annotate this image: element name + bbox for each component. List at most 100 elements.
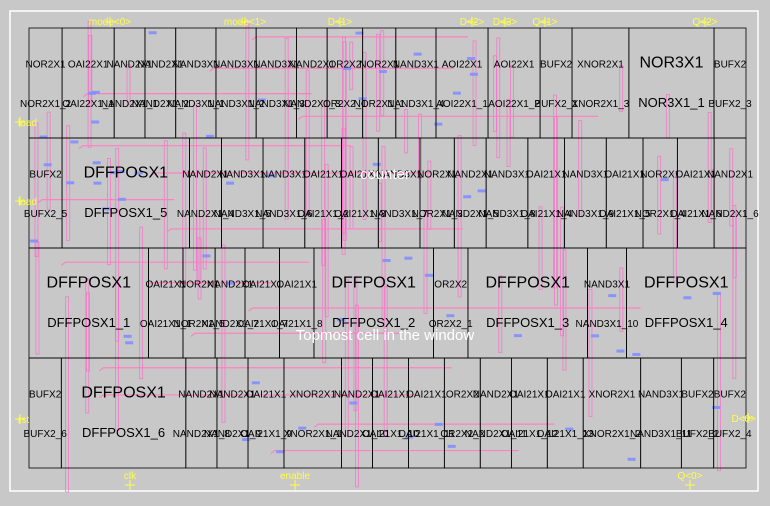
pin-left: load xyxy=(15,196,37,208)
cell-instance-label: XNOR2X1_2 xyxy=(583,429,641,440)
cell-type-label: AOI22X1 xyxy=(494,60,535,71)
cell-title: counter xyxy=(360,166,410,183)
cell-type-label: OAI21X1 xyxy=(340,170,381,181)
cell-type-label: OR2X2 xyxy=(329,60,362,71)
pin-label: Q<2> xyxy=(692,17,717,28)
cell-instance-label: BUFX2_5 xyxy=(24,209,68,220)
cell-instance-label: DFFPOSX1_4 xyxy=(645,315,728,330)
cell-type-label: XNOR2X1 xyxy=(589,390,636,401)
pin-top: mode<0> xyxy=(89,17,131,28)
cell-type-label: NAND2X1 xyxy=(447,170,494,181)
pin-label: enable xyxy=(280,471,310,482)
cell-instance-label: OR2X2_1 xyxy=(323,99,367,110)
cell-type-label: NAND3X1 xyxy=(393,60,440,71)
cell-instance-label: XNOR2X1_3 xyxy=(572,99,630,110)
cell-type-label: NOR2X1 xyxy=(640,170,680,181)
cell-instance-label: NAND3X1_5 xyxy=(214,209,272,220)
cell-type-label: NOR2X1 xyxy=(26,60,66,71)
cell-instance-label: BUFX2_2 xyxy=(676,429,720,440)
cell-type-label: OAI21X1 xyxy=(545,390,586,401)
cell-type-label: DFFPOSX1 xyxy=(485,275,570,292)
pin-label: D<1> xyxy=(328,17,353,28)
cell-type-label: DFFPOSX1 xyxy=(644,275,729,292)
pin-label: Q<1> xyxy=(532,17,557,28)
cell-type-label: OAI21X1 xyxy=(509,390,550,401)
cell-instance-label: NOR2X1_3 xyxy=(412,209,464,220)
cell-type-label: DFFPOSX1 xyxy=(84,165,169,182)
cell-type-label: NAND2X1 xyxy=(106,60,153,71)
cell-type-label: NAND2X1 xyxy=(334,390,381,401)
cell-type-label: BUFX2 xyxy=(29,170,62,181)
cell-instance-label: NAND2X1_2 xyxy=(132,99,190,110)
view-frame xyxy=(9,10,759,492)
pin-label: load xyxy=(18,197,37,208)
cell-instance-label: XNOR2X1_1 xyxy=(284,429,342,440)
cell-instance-label: OAI21X1_9 xyxy=(240,429,292,440)
cell-instance-label: OAI21X1_8 xyxy=(271,319,323,330)
cell-type-label: NAND3X1 xyxy=(173,60,220,71)
pin-bottom: clk xyxy=(124,471,137,490)
cell-type-label: OAI21X1 xyxy=(675,170,716,181)
cell-instance-label: OAI21X1_7 xyxy=(236,319,288,330)
cell-type-label: OAI21X1 xyxy=(303,170,344,181)
cell-type-label: DFFPOSX1 xyxy=(81,385,166,402)
pin-label: load xyxy=(18,118,37,129)
cell-instance-label: NOR3X1_1 xyxy=(638,95,704,110)
pin-label: D<3> xyxy=(493,17,518,28)
cell-instance-label: AOI22X1_2 xyxy=(488,99,540,110)
routing-layer xyxy=(30,20,737,493)
cell-instance-label: DFFPOSX1_1 xyxy=(47,315,130,330)
cell-type-label: NOR2X1 xyxy=(359,60,399,71)
cell-type-label: OAI21X1 xyxy=(242,280,283,291)
cell-instance-label: NAND3X1_10 xyxy=(576,319,639,330)
cell-type-label: NAND3X1 xyxy=(562,170,609,181)
pin-top: D<2> xyxy=(460,17,485,28)
cell-instance-label: OAI22X1_1 xyxy=(62,99,114,110)
cell-type-label: OAI21X1 xyxy=(145,280,186,291)
cell-instance-label: NAND2X1_6 xyxy=(701,209,759,220)
cell-instance-label: OAI21X1_2 xyxy=(297,209,349,220)
cell-type-label: AOI22X1 xyxy=(442,60,483,71)
cell-type-label: OAI21X1 xyxy=(370,390,411,401)
pin-label: D<0> xyxy=(732,414,757,425)
cell-type-label: NAND3X1 xyxy=(584,280,631,291)
cell-type-label: BUFX2 xyxy=(540,60,573,71)
pin-label: mode<0> xyxy=(89,17,131,28)
cell-instance-label: NAND2X1_3 xyxy=(283,99,341,110)
cell-instance-label: BUFX2_4 xyxy=(708,429,752,440)
cell-instance-label: NAND3X1_9 xyxy=(557,209,615,220)
cell-instance-label: NAND3X1_3 xyxy=(248,99,306,110)
cell-instance-label: NOR2X1_4 xyxy=(635,209,687,220)
cell-type-label: NAND3X1 xyxy=(219,170,266,181)
cell-instance-label: NAND3X1_4 xyxy=(387,99,445,110)
cell-instance-label: NAND3X1_2 xyxy=(207,99,265,110)
cell-instance-label: NAND3X1_6 xyxy=(255,209,313,220)
cell-type-label: NAND3X1 xyxy=(638,390,685,401)
cell-instance-label: NOR2X1_5 xyxy=(173,319,225,330)
cell-instance-label: NAND2X1_1 xyxy=(101,99,159,110)
pin-label: Q<0> xyxy=(677,471,702,482)
status-message: Topmost cell in the window xyxy=(296,327,475,344)
cell-type-label: XNOR2X1 xyxy=(577,60,624,71)
pin-bottom: Q<0> xyxy=(677,471,703,490)
cell-type-label: OAI21X1 xyxy=(406,390,447,401)
cell-layer[interactable]: NOR2X1NOR2X1_2OAI22X1OAI22X1_1NAND2X1NAN… xyxy=(20,27,759,469)
cell-instance-label: BUFX2_1 xyxy=(534,99,578,110)
cell-instance-label: NAND2X1_5 xyxy=(442,209,500,220)
cell-instance-label: OAI21X1_11 xyxy=(398,429,455,440)
cell-instance-label: NAND3X1_1 xyxy=(167,99,225,110)
cell-instance-label: OR2X2_1 xyxy=(429,319,473,330)
cell-type-label: OAI21X1 xyxy=(246,390,287,401)
pin-label: D<2> xyxy=(460,17,485,28)
cell-type-label: XNOR2X1 xyxy=(289,390,336,401)
cell-type-label: NAND2X1 xyxy=(182,170,229,181)
cell-instance-label: OAI21X1_3 xyxy=(334,209,386,220)
